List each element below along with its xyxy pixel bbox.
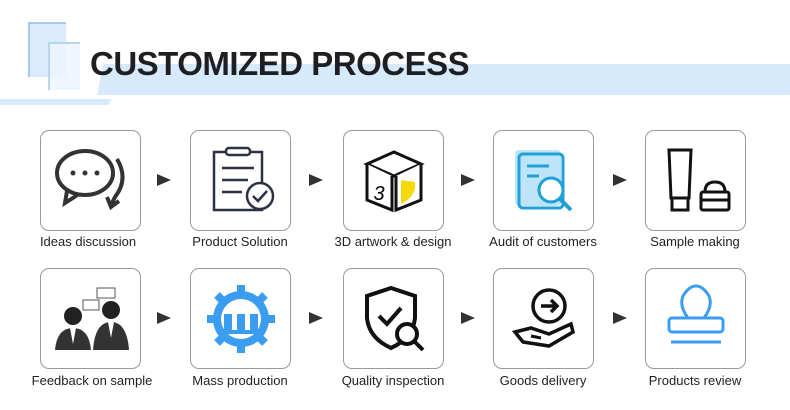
hand-delivery-icon	[511, 287, 575, 348]
step-3d-artwork: 3	[343, 130, 444, 231]
step-label: Goods delivery	[499, 373, 587, 388]
chat-bubbles-icon	[54, 148, 124, 210]
step-label: Ideas discussion	[39, 234, 137, 249]
step-label: Products review	[648, 373, 742, 388]
stamp-icon	[667, 283, 724, 343]
step-sample-making	[645, 130, 746, 231]
clipboard-check-icon	[212, 146, 274, 211]
page-title: CUSTOMIZED PROCESS	[90, 45, 470, 82]
step-label: Mass production	[192, 373, 288, 388]
header-accent-stripe	[0, 99, 112, 105]
step-feedback	[40, 268, 141, 369]
decor-square	[48, 42, 80, 90]
arrow-right-icon	[309, 174, 323, 186]
step-audit	[493, 130, 594, 231]
document-search-icon	[514, 149, 572, 211]
step-mass-production	[190, 268, 291, 369]
cosmetic-tube-jar-icon	[666, 148, 730, 211]
factory-gear-icon	[206, 284, 275, 353]
step-product-solution	[190, 130, 291, 231]
arrow-right-icon	[309, 312, 323, 324]
svg-text:3: 3	[373, 183, 384, 205]
people-feedback-icon	[54, 287, 129, 350]
step-quality-inspection	[343, 268, 444, 369]
shield-check-search-icon	[364, 285, 424, 351]
arrow-right-icon	[613, 312, 627, 324]
step-label: 3D artwork & design	[334, 234, 452, 249]
arrow-right-icon	[613, 174, 627, 186]
step-ideas-discussion	[40, 130, 141, 231]
step-label: Audit of customers	[489, 234, 597, 249]
step-label: Quality inspection	[341, 373, 445, 388]
step-label: Feedback on sample	[31, 373, 153, 388]
arrow-right-icon	[461, 312, 475, 324]
arrow-right-icon	[157, 312, 171, 324]
step-goods-delivery	[493, 268, 594, 369]
arrow-right-icon	[157, 174, 171, 186]
arrow-right-icon	[461, 174, 475, 186]
step-label: Product Solution	[192, 234, 288, 249]
step-label: Sample making	[650, 234, 740, 249]
step-products-review	[645, 268, 746, 369]
3d-cube-icon: 3	[362, 149, 425, 212]
